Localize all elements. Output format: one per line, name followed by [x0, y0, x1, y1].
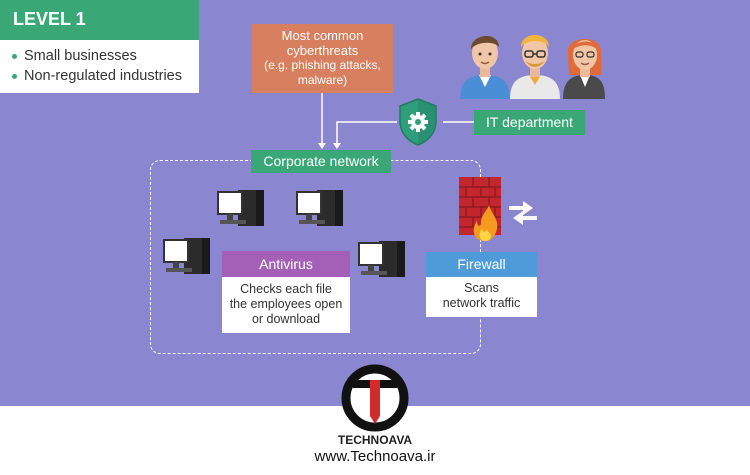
antivirus-description: Checks each file the employees open or d… [222, 277, 350, 327]
traffic-arrows-icon [509, 201, 537, 225]
connector-lines [318, 93, 474, 149]
firewall-desc-line-1: Scans [464, 281, 499, 295]
firewall-icon [459, 177, 501, 241]
computer-icon [163, 238, 210, 274]
technoava-logo-icon [341, 364, 409, 432]
level-title: LEVEL 1 [0, 0, 199, 40]
brand-name: TECHNOAVA [337, 433, 413, 447]
brand-url: www.Technoava.ir [314, 448, 436, 465]
threats-box: Most common cyberthreats (e.g. phishing … [252, 24, 393, 93]
threats-line-4: malware) [297, 73, 348, 87]
it-department-label: IT department [474, 110, 585, 135]
threats-line-2: cyberthreats [286, 43, 359, 58]
antivirus-title: Antivirus [222, 251, 350, 277]
antivirus-desc-line-3: or download [251, 312, 321, 326]
antivirus-card: Antivirus Checks each file the employees… [222, 251, 350, 333]
antivirus-desc-line-2: the employees open [229, 297, 343, 311]
level-item-small-businesses: Small businesses [12, 46, 199, 66]
computer-icon [358, 241, 405, 277]
level-list: Small businesses Non-regulated industrie… [0, 40, 199, 93]
people-icon [460, 35, 605, 99]
firewall-description: Scans network traffic [426, 277, 537, 311]
level-item-non-regulated: Non-regulated industries [12, 66, 199, 86]
computer-icon [296, 190, 343, 226]
computer-icon [217, 190, 264, 226]
firewall-card: Firewall Scans network traffic [426, 252, 537, 317]
threats-line-3: (e.g. phishing attacks, [264, 58, 381, 72]
threats-line-1: Most common [281, 28, 364, 43]
firewall-desc-line-2: network traffic [442, 296, 521, 310]
corporate-network-label: Corporate network [251, 150, 391, 173]
antivirus-desc-line-1: Checks each file [240, 282, 332, 296]
shield-gear-icon [399, 98, 437, 146]
firewall-title: Firewall [426, 252, 537, 277]
